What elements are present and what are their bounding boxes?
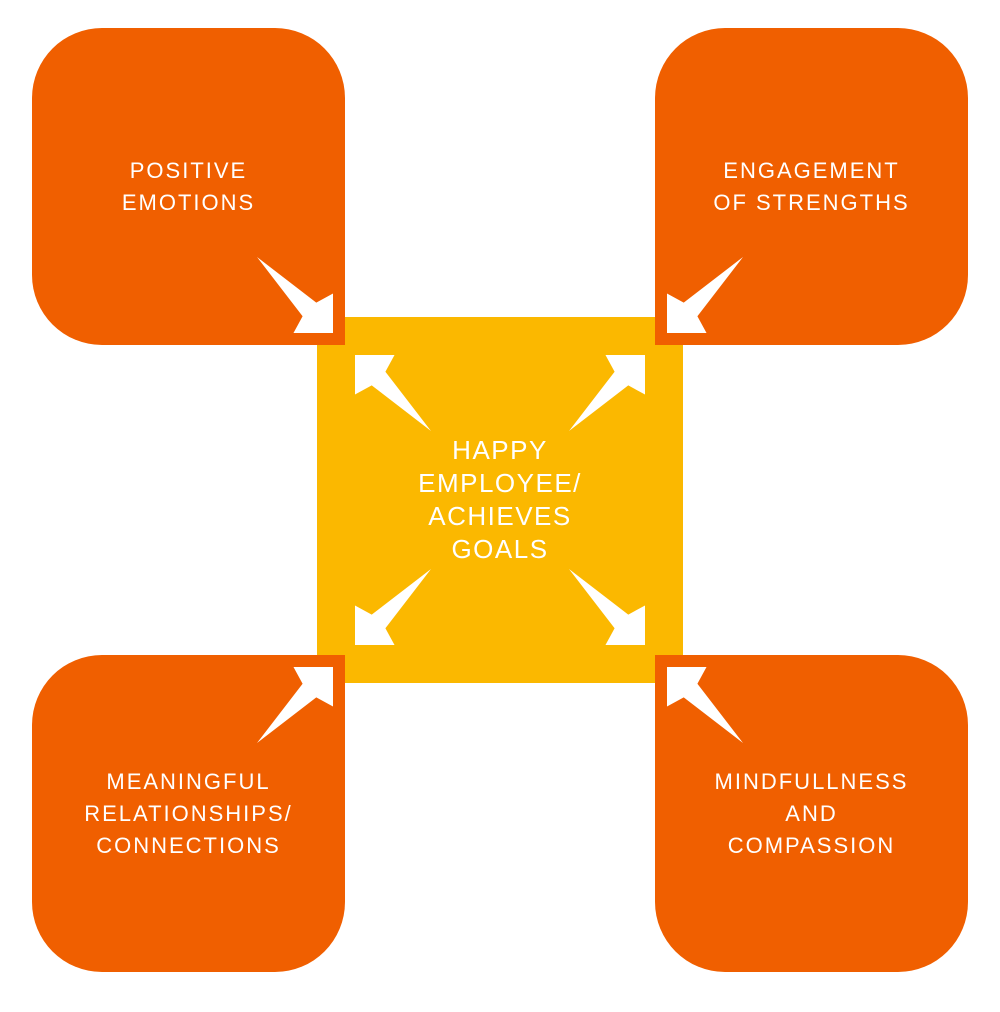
node-top-right-arrow-to-center-icon [667, 257, 743, 333]
node-positive-emotions-label: POSITIVE EMOTIONS [121, 157, 256, 215]
center-arrow-up-right-icon [569, 355, 645, 431]
node-mindfullness-and-compassion-label: MINDFULLNESS AND COMPASSION [714, 768, 909, 858]
node-engagement-of-strengths-label: ENGAGEMENT OF STRENGTHS [713, 157, 910, 215]
node-top-left-arrow-to-center-icon [257, 257, 333, 333]
node-bottom-left-arrow-to-center-icon [257, 667, 333, 743]
node-engagement-of-strengths: ENGAGEMENT OF STRENGTHS [655, 28, 968, 345]
center-arrow-down-left-icon [355, 569, 431, 645]
center-arrow-up-left-icon [355, 355, 431, 431]
node-meaningful-relationships: MEANINGFUL RELATIONSHIPS/ CONNECTIONS [32, 655, 345, 972]
center-label: HAPPY EMPLOYEE/ ACHIEVES GOALS [418, 435, 582, 564]
node-meaningful-relationships-label: MEANINGFUL RELATIONSHIPS/ CONNECTIONS [84, 768, 293, 858]
node-bottom-right-arrow-to-center-icon [667, 667, 743, 743]
node-positive-emotions: POSITIVE EMOTIONS [32, 28, 345, 345]
center-arrow-down-right-icon [569, 569, 645, 645]
node-mindfullness-and-compassion: MINDFULLNESS AND COMPASSION [655, 655, 968, 972]
center-node: HAPPY EMPLOYEE/ ACHIEVES GOALS [317, 317, 683, 683]
